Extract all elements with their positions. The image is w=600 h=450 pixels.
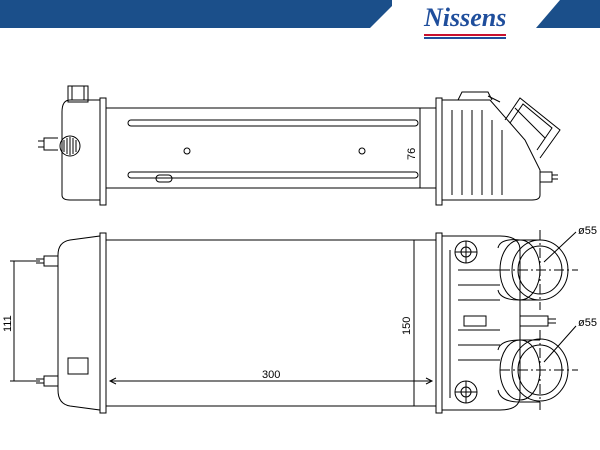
front-view bbox=[36, 230, 578, 414]
header-banner-right bbox=[536, 0, 600, 28]
dimension-height-core-label: 150 bbox=[401, 317, 413, 335]
top-view bbox=[38, 85, 561, 206]
front-left-nozzle-upper bbox=[43, 255, 58, 267]
front-right-tank bbox=[441, 235, 521, 411]
top-right-pipe bbox=[504, 97, 561, 159]
dimension-width-core bbox=[108, 377, 434, 385]
top-core-hole-1 bbox=[183, 147, 191, 155]
top-left-nozzle bbox=[43, 137, 58, 151]
pipe-diameter-bottom-label: ø55 bbox=[578, 317, 597, 329]
top-left-vent bbox=[59, 135, 81, 157]
pipe-diameter-top-label: ø55 bbox=[578, 225, 597, 237]
top-left-tank bbox=[61, 99, 101, 201]
front-right-nozzle bbox=[520, 315, 549, 327]
dimension-height-outer-label: 111 bbox=[2, 315, 14, 332]
front-left-tank bbox=[57, 235, 101, 411]
top-right-nozzle bbox=[540, 171, 553, 183]
front-left-label-plate bbox=[67, 357, 89, 375]
dimension-width-core-label: 300 bbox=[262, 369, 280, 381]
front-upper-pipe bbox=[497, 230, 578, 310]
logo-text: Nissens bbox=[423, 3, 506, 32]
nissens-logo: Nissens bbox=[423, 3, 506, 39]
logo-stripe-red bbox=[424, 34, 506, 36]
dimension-depth-label: 76 bbox=[406, 148, 418, 160]
front-right-sensor bbox=[463, 315, 487, 327]
top-core-oval bbox=[155, 174, 173, 183]
front-lower-pipe bbox=[497, 330, 578, 410]
logo-stripe-blue bbox=[424, 37, 506, 39]
top-core-slot-1 bbox=[127, 119, 419, 127]
dimension-depth bbox=[416, 107, 424, 189]
dimension-height-outer bbox=[10, 260, 40, 382]
top-left-tank-bracket bbox=[67, 85, 89, 103]
header-banner-left bbox=[0, 0, 392, 28]
top-right-tank bbox=[441, 99, 541, 201]
dimension-height-core bbox=[410, 239, 418, 407]
diameter-leaders bbox=[543, 231, 577, 363]
top-core-slot-2 bbox=[127, 171, 419, 179]
top-core-hole-2 bbox=[358, 147, 366, 155]
front-left-nozzle-lower bbox=[43, 375, 58, 387]
